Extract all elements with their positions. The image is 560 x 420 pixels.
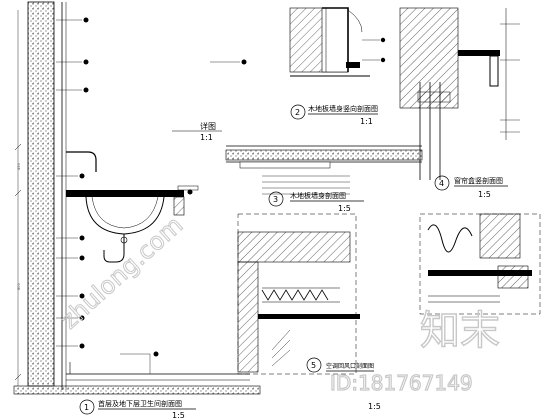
counter-slab (66, 190, 184, 197)
detail-3-title: 木地板墙身剖面图 (290, 191, 346, 200)
detail-5-scale: 1:5 (368, 402, 381, 411)
watermark-brand: 知末 (420, 308, 500, 354)
detail-3-floor-section: 3 木地板墙身剖面图 1:5 (225, 145, 423, 213)
floor-hatch (13, 385, 261, 395)
detail-4-number: 4 (439, 179, 444, 188)
detail-4-title: 窗帘盒竖剖面图 (454, 176, 503, 185)
wall-hatch (27, 1, 55, 387)
detail-5-return-air: 5 空调回风口剖面图 1:5 (237, 213, 381, 411)
return-air-grille (261, 289, 329, 301)
detail-3-scale: 1:5 (338, 204, 351, 213)
detail-2-title: 木地板墙身竖向剖面图 (308, 104, 378, 113)
detail-4-scale: 1:5 (478, 190, 491, 199)
watermark-id: ID:181767149 (330, 371, 473, 395)
detail-1-scale: 1:5 (172, 411, 185, 420)
detail-5-number: 5 (311, 361, 316, 370)
detail-2-number: 2 (295, 108, 300, 117)
detail-4-curtain-box: 4 窗帘盒竖剖面图 1:5 (399, 7, 520, 199)
drain-pipe (103, 234, 125, 263)
svg-text:450: 450 (17, 162, 21, 170)
detail-scale: 1:1 (200, 133, 213, 142)
faucet (66, 151, 97, 172)
detail-3-number: 3 (273, 195, 278, 204)
detail-2-scale: 1:1 (360, 117, 373, 126)
detail-2-wall-section: 2 木地板墙身竖向剖面图 1:1 (289, 7, 386, 126)
detail-title: 详图 (200, 121, 216, 131)
detail-6-curtain-rail (419, 213, 541, 315)
detail-1-bathroom-section: 450 800 1 首层及地下层卫生间剖面图 1:5 (13, 1, 261, 420)
svg-text:800: 800 (17, 282, 21, 290)
detail-label: 详图 1:1 (172, 121, 222, 142)
detail-5-title: 空调回风口剖面图 (326, 362, 374, 370)
detail-1-number: 1 (84, 403, 89, 412)
watermark-site: zhulong.com (55, 211, 188, 335)
detail-1-title: 首层及地下层卫生间剖面图 (98, 399, 182, 408)
